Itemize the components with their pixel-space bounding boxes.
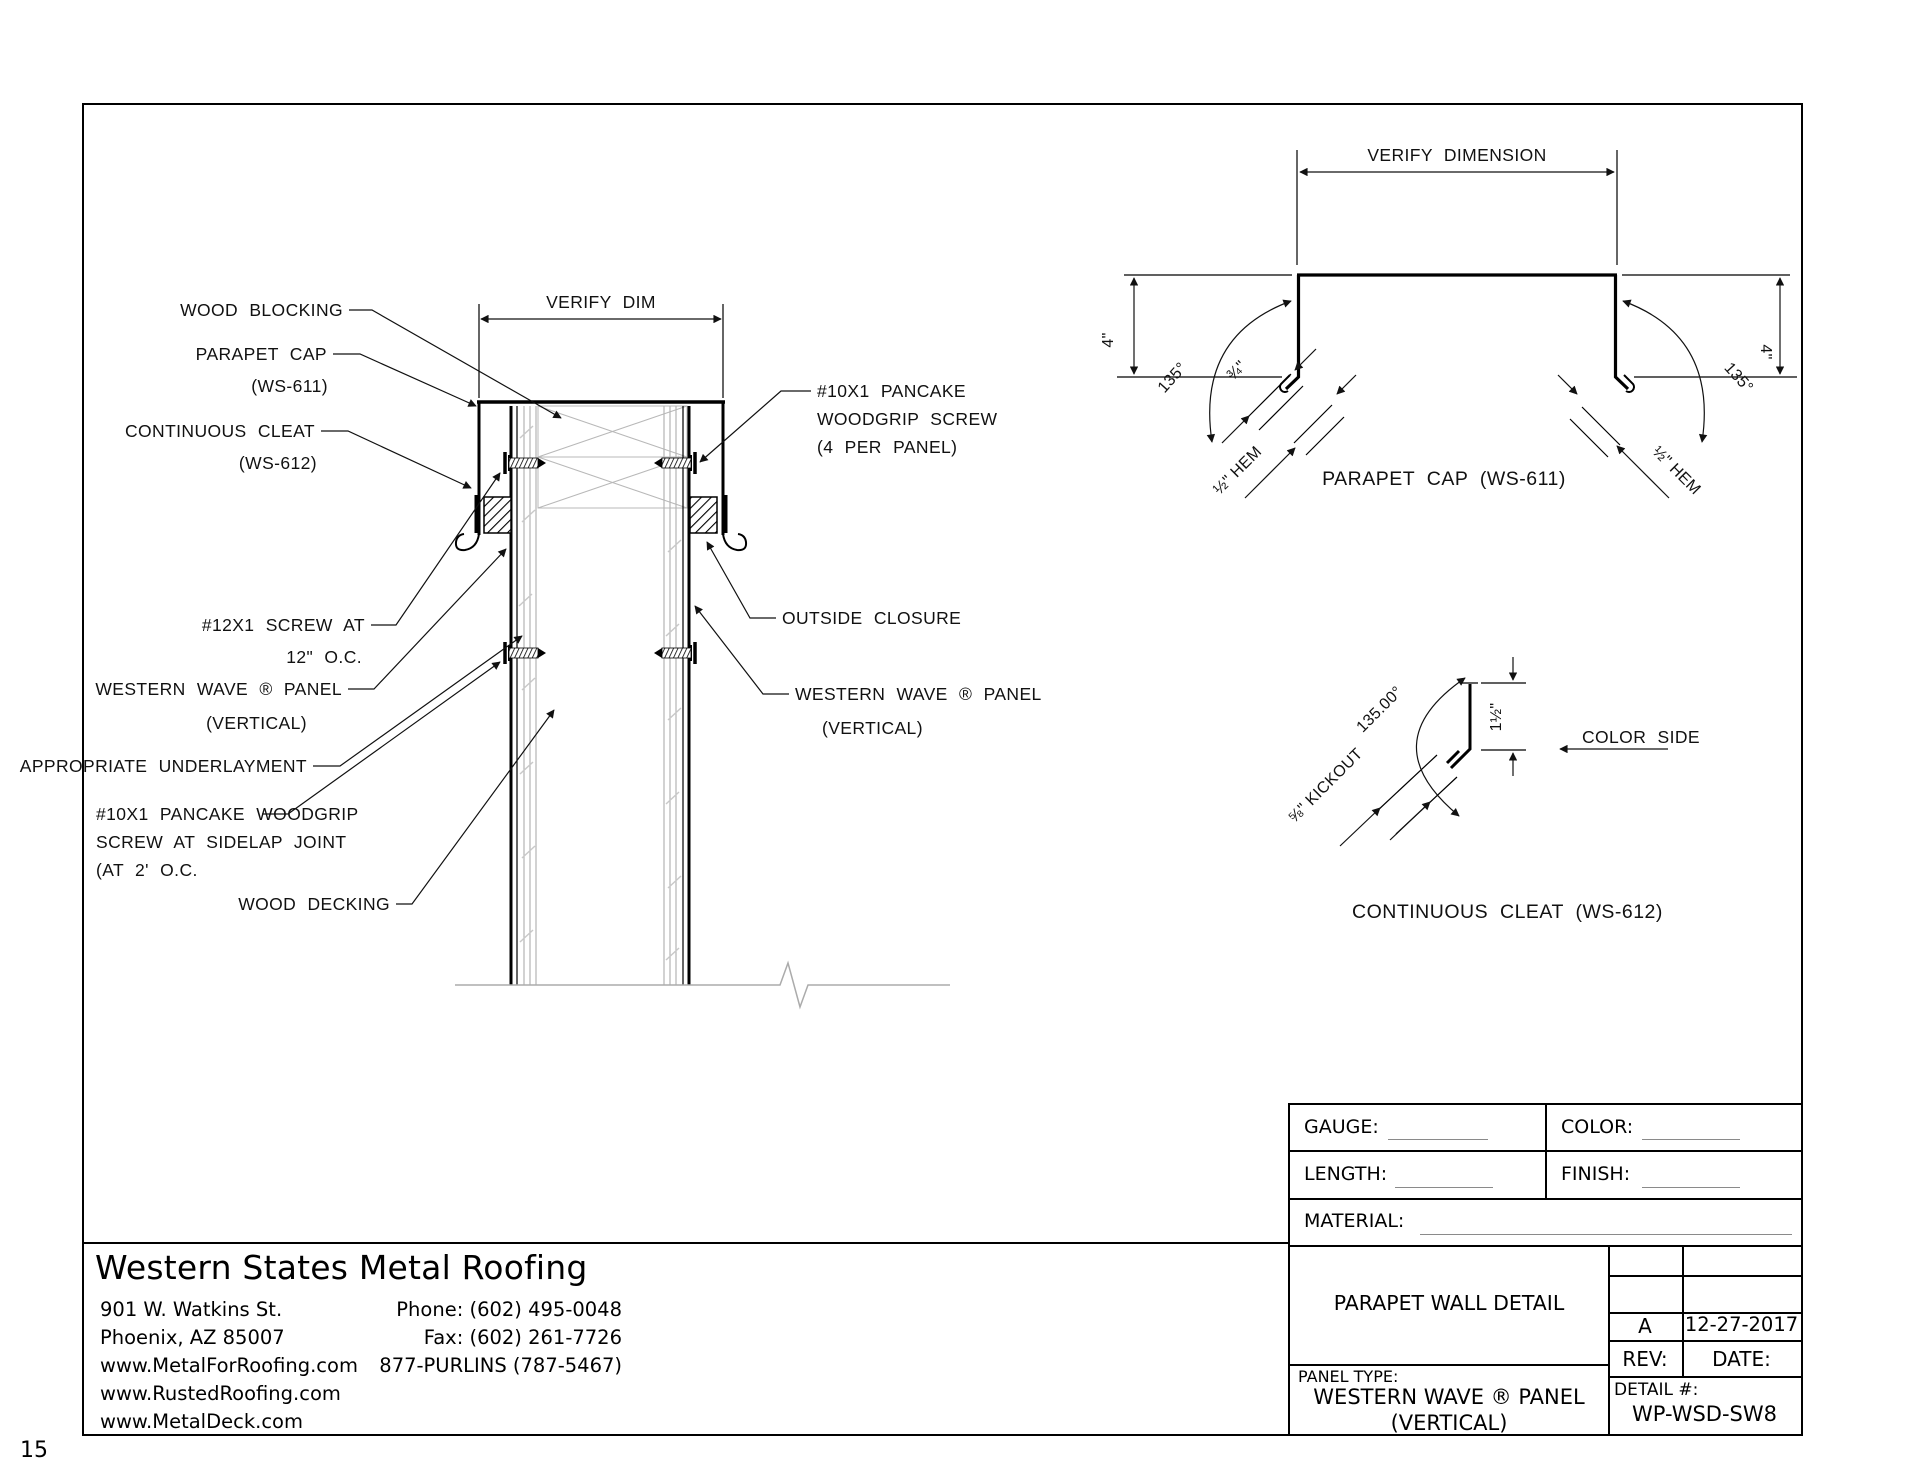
material-label: MATERIAL: (1304, 1210, 1405, 1232)
tb-line (1290, 1364, 1608, 1366)
cleat-color-side-label: COLOR SIDE (1582, 727, 1700, 747)
tb-line (1608, 1376, 1801, 1378)
cleat-height-label: 1½" (1488, 703, 1505, 732)
label-panel-left-vertical: (VERTICAL) (206, 713, 307, 733)
cleat-angle-label: 135.00° (1354, 684, 1407, 737)
label-wood-decking: WOOD DECKING (238, 894, 390, 914)
page-number: 15 (20, 1438, 48, 1463)
company-fax: Fax: (602) 261-7726 (423, 1326, 622, 1349)
company-website-3[interactable]: www.MetalDeck.com (100, 1410, 303, 1433)
parapet-cap-lines (454, 400, 748, 552)
detail-title: PARAPET WALL DETAIL (1333, 1291, 1565, 1315)
verify-dim: VERIFY DIM (478, 292, 724, 398)
label-panel-left: WESTERN WAVE ® PANEL (95, 679, 342, 699)
rev-label: REV: (1622, 1347, 1668, 1371)
label-screw-12x1-oc: 12" O.C. (286, 647, 362, 667)
continuous-cleat-profile: ⅝" KICKOUT 135.00° 1½" COLOR SIDE CONTIN… (1285, 657, 1700, 923)
tb-line (1608, 1340, 1801, 1342)
cleat-kickout-label: ⅝" KICKOUT (1285, 745, 1366, 826)
material-blank (1420, 1234, 1792, 1235)
screw-lower-right (654, 642, 697, 664)
parapet-cap-profile: VERIFY DIMENSION 4" 135° ¾" ½" HEM 4" 13… (1100, 145, 1797, 499)
label-panel-right: WESTERN WAVE ® PANEL (795, 684, 1042, 704)
company-block: Western States Metal Roofing 901 W. Watk… (82, 1242, 1288, 1438)
detail-number-label: DETAIL #: (1614, 1380, 1699, 1400)
label-parapet-cap-code: (WS-611) (251, 376, 328, 396)
label-screw-10x1-right: #10X1 PANCAKE (817, 381, 966, 401)
label-screw-10x1-left: #10X1 PANCAKE WOODGRIP (96, 804, 359, 824)
company-name: Western States Metal Roofing (95, 1248, 588, 1287)
label-outside-closure: OUTSIDE CLOSURE (782, 608, 961, 628)
label-screw-12x1: #12X1 SCREW AT (202, 615, 365, 635)
detail-number-value: WP-WSD-SW8 (1632, 1402, 1777, 1426)
label-underlayment: APPROPRIATE UNDERLAYMENT (20, 756, 307, 776)
company-phone: Phone: (602) 495-0048 (396, 1298, 622, 1321)
cap-verify-dimension: VERIFY DIMENSION (1367, 145, 1546, 165)
cap-hem-right: ½" HEM (1649, 443, 1704, 498)
panel-type-label: PANEL TYPE: (1298, 1367, 1399, 1386)
date-value: 12-27-2017 (1684, 1313, 1799, 1336)
company-website-2[interactable]: www.RustedRoofing.com (100, 1382, 341, 1405)
outside-closure-blocks (483, 496, 718, 534)
cap-angle-left: 135° (1155, 360, 1191, 397)
cap-offset: ¾" (1224, 358, 1250, 384)
label-screw-10x1-right-3: (4 PER PANEL) (817, 437, 957, 457)
length-blank (1395, 1187, 1493, 1188)
panel-type-vertical: (VERTICAL) (1390, 1411, 1508, 1435)
tb-line (1290, 1245, 1801, 1247)
screw-upper-right (654, 452, 697, 474)
leader-lines (262, 309, 811, 905)
title-block: GAUGE: COLOR: LENGTH: FINISH: MATERIAL: … (1288, 1103, 1803, 1436)
label-wood-blocking: WOOD BLOCKING (180, 300, 343, 320)
panel-type-value: WESTERN WAVE ® PANEL (1313, 1385, 1585, 1409)
length-label: LENGTH: (1304, 1163, 1388, 1185)
wood-blocking-hatch (537, 405, 688, 509)
tb-line (1290, 1198, 1801, 1200)
cap-height-left: 4" (1100, 332, 1117, 347)
cap-height-right: 4" (1757, 344, 1774, 359)
cleat-profile-caption: CONTINUOUS CLEAT (WS-612) (1352, 901, 1663, 923)
screw-upper-left (503, 452, 546, 474)
finish-label: FINISH: (1561, 1163, 1631, 1185)
rev-value: A (1638, 1314, 1652, 1338)
finish-blank (1642, 1187, 1740, 1188)
color-blank (1642, 1139, 1740, 1140)
company-address-2: Phoenix, AZ 85007 (100, 1326, 285, 1349)
date-label: DATE: (1712, 1347, 1771, 1371)
label-parapet-cap: PARAPET CAP (196, 344, 327, 364)
label-panel-right-vertical: (VERTICAL) (822, 718, 923, 738)
company-website-1[interactable]: www.MetalForRoofing.com (100, 1354, 358, 1377)
color-label: COLOR: (1561, 1116, 1634, 1138)
verify-dim-label: VERIFY DIM (546, 292, 656, 312)
label-screw-10x1-left-2: SCREW AT SIDELAP JOINT (96, 832, 346, 852)
tb-line (1608, 1275, 1801, 1277)
cap-profile-caption: PARAPET CAP (WS-611) (1322, 468, 1566, 490)
tb-line (1682, 1245, 1684, 1378)
gauge-label: GAUGE: (1304, 1116, 1379, 1138)
tb-line (1545, 1105, 1547, 1198)
screw-lower-left (503, 642, 546, 664)
label-screw-10x1-right-2: WOODGRIP SCREW (817, 409, 998, 429)
label-continuous-cleat-code: (WS-612) (239, 453, 317, 473)
cap-hem-left: ½" HEM (1210, 443, 1265, 498)
gauge-blank (1388, 1139, 1488, 1140)
cap-angle-right: 135° (1721, 360, 1757, 397)
company-address-1: 901 W. Watkins St. (100, 1298, 283, 1321)
wall-section-diagram: VERIFY DIM WOOD BLOCKING PARAPET CAP (WS… (20, 292, 1042, 1010)
sheet-border (82, 103, 1803, 1436)
label-screw-10x1-left-3: (AT 2' O.C. (96, 860, 198, 880)
label-continuous-cleat: CONTINUOUS CLEAT (125, 421, 315, 441)
tb-line (1608, 1312, 1801, 1314)
cleat-lines (474, 495, 728, 533)
company-tollfree: 877-PURLINS (787-5467) (379, 1354, 622, 1377)
break-line (455, 960, 950, 1010)
